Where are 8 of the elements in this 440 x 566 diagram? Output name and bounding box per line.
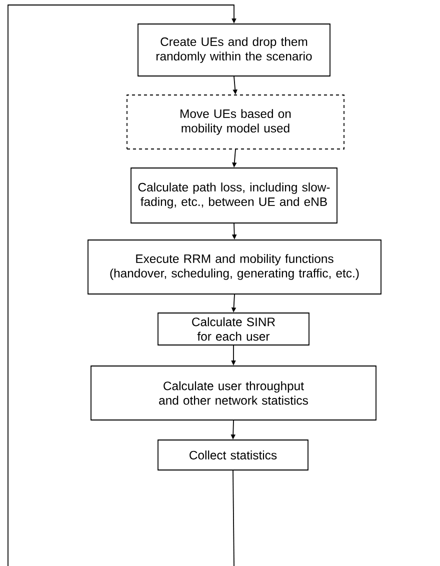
process-box: Execute RRM and mobility functions (handover, scheduling, generating traffic, etc.) (88, 240, 382, 294)
process-box: Move UEs based on mobility model used (126, 94, 344, 150)
arrow (8, 4, 236, 566)
process-box: Calculate user throughput and other network statistics (90, 366, 376, 420)
process-box: Calculate path loss, including slow-fading, etc., between UE and eNB (130, 168, 338, 224)
process-box: Create UEs and drop them randomly within the scenario (138, 24, 330, 76)
process-box: Calculate SINR for each user (158, 312, 310, 346)
process-box: Collect statistics (158, 440, 308, 470)
